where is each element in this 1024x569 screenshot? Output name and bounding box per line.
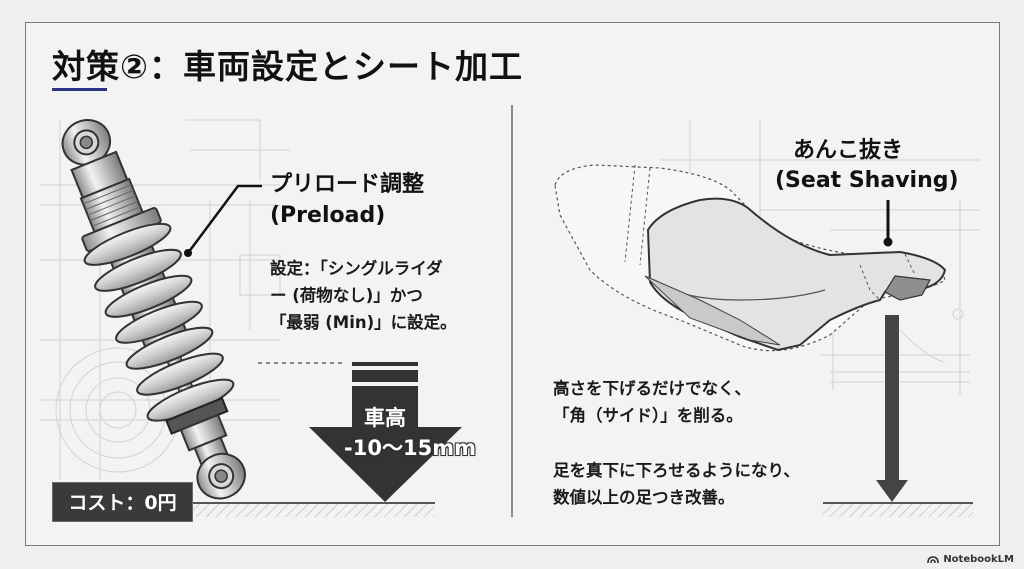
setting-text-line2: ー (荷物なし)」かつ [270, 286, 423, 305]
description-para1-line1: 高さを下げるだけでなく、 [553, 379, 751, 398]
description-para2-line2: 数値以上の足つき改善。 [553, 488, 735, 507]
page-title: 対策②：車両設定とシート加工 [52, 47, 523, 86]
seat-label-en: (Seat Shaving) [775, 168, 959, 193]
ground-left [190, 502, 435, 517]
description-para2-line1: 足を真下に下ろせるようになり、 [553, 461, 800, 480]
preload-leader-line [184, 184, 262, 257]
setting-text-line1: 設定：「シングルライダ [270, 259, 443, 278]
setting-text-line3: 「最弱 (Min)」に設定。 [270, 313, 457, 332]
height-label: 車高 [364, 406, 406, 430]
ground-right [823, 502, 973, 517]
brand-watermark: NotebookLM [927, 554, 1014, 565]
foot-down-arrow [876, 315, 908, 502]
cost-badge: コスト：0円 [52, 482, 193, 522]
seat-label-jp: あんこ抜き [793, 138, 904, 163]
height-value: -10〜15mm [344, 436, 476, 460]
title-underline [52, 88, 107, 91]
blueprint-right [660, 120, 980, 395]
description-para1-line2: 「角（サイド）」を削る。 [553, 406, 743, 425]
seat-leader-line [883, 200, 893, 247]
shock-absorber-illustration [61, 119, 246, 500]
preload-label-jp: プリロード調整 [270, 172, 425, 197]
column-divider [511, 105, 513, 517]
height-down-arrow [309, 362, 462, 502]
brand-name: NotebookLM [943, 554, 1014, 565]
notebooklm-logo-icon [927, 556, 940, 564]
preload-label-en: (Preload) [270, 203, 386, 228]
seat-illustration [554, 164, 947, 352]
